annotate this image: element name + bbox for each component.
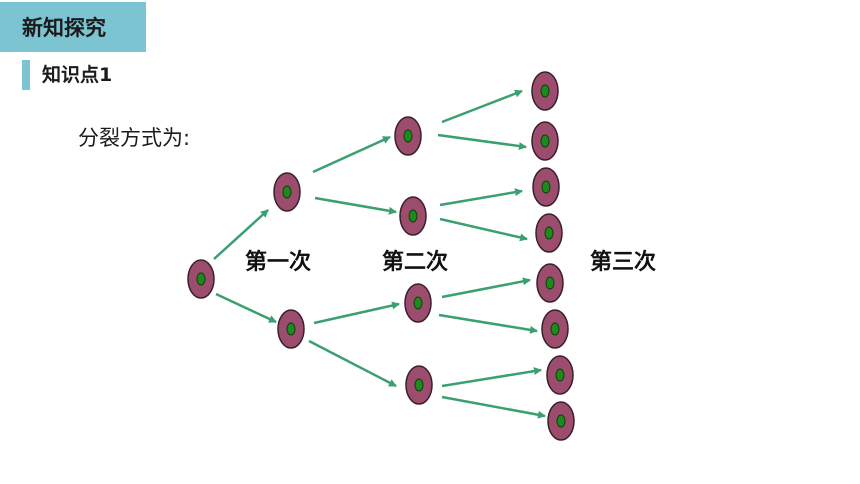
daughter-cell [405,365,433,405]
daughter-cell [535,213,563,253]
daughter-cell [541,309,569,349]
division-arrow [441,367,542,388]
cell-nucleus [541,180,551,194]
cell-nucleus [196,272,206,286]
daughter-cell [531,71,559,111]
daughter-cell [536,263,564,303]
daughter-cell [546,355,574,395]
cell-nucleus [403,129,413,143]
cell-nucleus [286,322,296,336]
cell-nucleus [540,84,550,98]
cell-nucleus [555,368,565,382]
division-arrow [438,313,538,334]
division-arrow [215,292,277,324]
daughter-cell [531,121,559,161]
daughter-cell [547,401,575,441]
daughter-cell [532,167,560,207]
daughter-cell [277,309,305,349]
daughter-cell [394,116,422,156]
daughter-cell [404,283,432,323]
division-arrow [441,89,523,124]
generation-label-3: 第三次 [590,250,657,275]
header-tab: 新知探究 [0,2,146,52]
generation-label-2: 第二次 [382,250,449,275]
header-title: 新知探究 [22,16,106,40]
division-arrow [439,217,528,242]
cell-nucleus [408,209,418,223]
parent-cell [187,259,215,299]
division-arrow [312,135,391,174]
cell-nucleus [414,378,424,392]
division-arrow [441,395,546,419]
division-arrow [441,277,531,299]
division-arrow [313,301,400,325]
cell-nucleus [550,322,560,336]
cell-nucleus [413,296,423,310]
cell-nucleus [540,134,550,148]
cell-nucleus [545,276,555,290]
generation-label-1: 第一次 [245,250,312,275]
cell-nucleus [556,414,566,428]
division-arrow [308,339,397,388]
division-method-text: 分裂方式为: [78,126,191,150]
cell-nucleus [282,185,292,199]
cell-nucleus [544,226,554,240]
division-arrow [437,133,527,151]
section-accent-bar [22,60,30,90]
division-arrow [314,196,397,215]
division-arrow [439,188,523,207]
daughter-cell [399,196,427,236]
daughter-cell [273,172,301,212]
section-title: 知识点1 [42,64,113,86]
division-arrow [213,209,269,260]
